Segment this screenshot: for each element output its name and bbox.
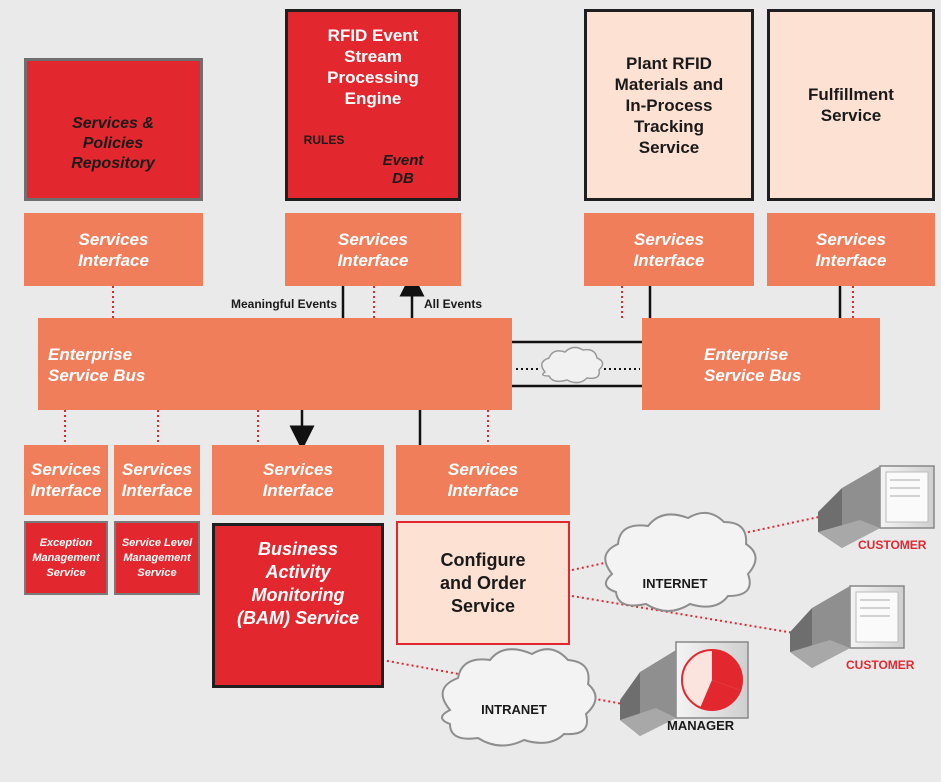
exception-line3: Service xyxy=(46,566,86,579)
repository-box xyxy=(24,58,203,201)
meaningful-events-label: Meaningful Events xyxy=(230,297,337,311)
customer-label-1: CUSTOMER xyxy=(858,538,927,552)
bam-line4: (BAM) Service xyxy=(236,608,360,628)
exception-management-service: Exception Management Service xyxy=(24,521,108,595)
event-db-line1: Event xyxy=(382,152,424,169)
bam-line2: Activity xyxy=(265,562,331,582)
manager-label: MANAGER xyxy=(667,718,735,733)
bus-cloud xyxy=(541,346,604,384)
configure-line3: Service xyxy=(450,595,516,616)
configure-line2: and Order xyxy=(439,572,527,593)
plant-line2: Materials and xyxy=(614,74,724,94)
fulfillment-line2: Service xyxy=(820,106,882,125)
plant-line1: Plant RFID xyxy=(626,53,712,73)
repository-line3: Repository xyxy=(71,155,155,172)
bam-line1: Business xyxy=(257,539,339,559)
plant-line3: In-Process xyxy=(625,95,713,115)
engine-line3: Processing xyxy=(327,68,419,87)
laptop-manager xyxy=(620,641,749,736)
esb-right-line1: Enterprise xyxy=(704,345,789,364)
service-level-line1: Service Level xyxy=(121,536,193,549)
fulfillment-line1: Fulfillment xyxy=(808,85,894,104)
engine-line1: RFID Event xyxy=(327,26,419,45)
bam-line3: Monitoring xyxy=(251,585,345,605)
service-level-management-service: Service Level Management Service xyxy=(114,521,200,595)
rfid-engine-box xyxy=(285,9,461,201)
repository-label: Services & Policies Repository xyxy=(50,106,176,182)
internet-label: INTERNET xyxy=(642,576,708,591)
enterprise-service-bus-left: Enterprise Service Bus xyxy=(38,318,512,410)
laptop-customer-2 xyxy=(790,585,905,668)
plant-tracking-service: Plant RFID Materials and In-Process Trac… xyxy=(584,9,754,201)
rules-label: RULES xyxy=(303,133,345,147)
event-db-label: Event DB xyxy=(374,150,432,190)
esb-left-line1: Enterprise xyxy=(48,345,133,364)
engine-line4: Engine xyxy=(344,89,402,108)
esb-right-line2: Service Bus xyxy=(704,366,802,385)
service-level-line2: Management xyxy=(123,551,191,564)
service-level-line3: Service xyxy=(137,566,177,579)
event-db-line2: DB xyxy=(392,170,414,187)
enterprise-service-bus-right: Enterprise Service Bus xyxy=(642,318,880,410)
rfid-engine-title: RFID Event Stream Processing Engine xyxy=(285,14,461,120)
plant-line4: Tracking xyxy=(634,116,704,136)
configure-line1: Configure xyxy=(440,549,526,570)
intranet-cloud xyxy=(441,648,597,747)
repository-line1: Services & xyxy=(72,115,154,132)
internet-cloud xyxy=(604,511,757,612)
exception-line2: Management xyxy=(32,551,100,564)
esb-left-line2: Service Bus xyxy=(48,366,146,385)
exception-line1: Exception xyxy=(39,536,93,549)
configure-order-service: Configure and Order Service xyxy=(396,521,570,645)
customer-label-2: CUSTOMER xyxy=(846,658,915,672)
intranet-label: INTRANET xyxy=(481,702,547,717)
engine-line2: Stream xyxy=(344,47,402,66)
laptop-customer-1 xyxy=(818,465,935,548)
repository-line2: Policies xyxy=(82,135,144,152)
bam-service: Business Activity Monitoring (BAM) Servi… xyxy=(212,523,384,688)
all-events-label: All Events xyxy=(424,297,483,311)
plant-line5: Service xyxy=(638,137,700,157)
fulfillment-service: Fulfillment Service xyxy=(767,9,935,201)
